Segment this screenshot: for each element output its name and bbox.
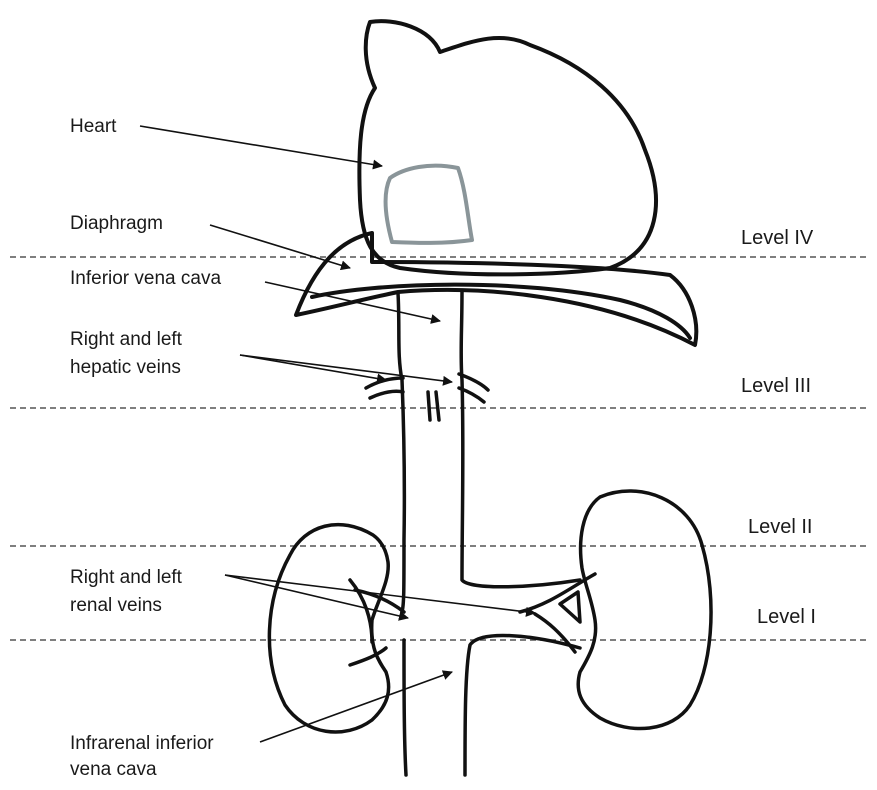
- hepatic-pointer-left: [240, 355, 386, 380]
- renal-junction: [560, 592, 580, 622]
- label-renal-line1: Right and left: [70, 566, 182, 590]
- label-ivc: Inferior vena cava: [70, 267, 221, 291]
- label-renal-line2: renal veins: [70, 594, 162, 618]
- level-ii-label: Level II: [748, 515, 812, 539]
- label-diaphragm: Diaphragm: [70, 212, 163, 236]
- hepatic-pointer-right: [240, 355, 452, 382]
- label-hepatic-line1: Right and left: [70, 328, 182, 352]
- heart-chamber: [386, 166, 472, 243]
- hepatic-vein-mid: [428, 392, 439, 420]
- infrarenal-pointer: [260, 672, 452, 742]
- label-infrarenal-line1: Infrarenal inferior: [70, 732, 214, 756]
- label-heart: Heart: [70, 115, 116, 139]
- hepatic-vein-left-2: [370, 391, 403, 398]
- ivc-pointer: [265, 282, 440, 321]
- right-kidney: [578, 491, 711, 729]
- label-infrarenal-line2: vena cava: [70, 758, 157, 782]
- label-hepatic-line2: hepatic veins: [70, 356, 181, 380]
- ivc-left-wall: [398, 293, 404, 612]
- heart-pointer: [140, 126, 382, 166]
- level-i-label: Level I: [757, 605, 816, 629]
- level-iv-label: Level IV: [741, 226, 813, 250]
- level-iii-label: Level III: [741, 374, 811, 398]
- left-kidney-hilum: [350, 580, 372, 642]
- ivc-right-wall: [461, 292, 580, 587]
- ivc-lower-left-wall: [404, 640, 406, 775]
- heart-outline: [359, 21, 656, 274]
- ivc-lower-right-wall: [465, 635, 580, 775]
- diaphragm-pointer: [210, 225, 350, 268]
